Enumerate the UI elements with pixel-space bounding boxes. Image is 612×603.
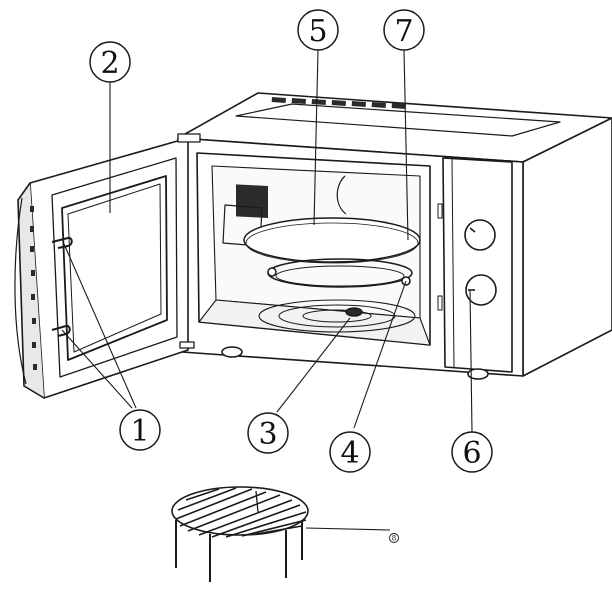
upper-latch-hook <box>51 236 73 249</box>
callout-4-label: 4 <box>340 436 359 471</box>
callout-2-label: 2 <box>100 46 119 81</box>
coupler <box>345 307 363 317</box>
callout-3: 3 <box>247 412 289 454</box>
control-knobs <box>464 219 497 306</box>
callout-1: 1 <box>119 409 161 451</box>
callout-6: 6 <box>451 431 493 473</box>
cabinet-right-side <box>522 117 612 377</box>
power-knob <box>465 274 497 306</box>
callout-5-label: 5 <box>308 14 327 49</box>
callout-7-label: 7 <box>394 14 413 49</box>
callout-1-label: 1 <box>130 414 149 449</box>
door <box>14 133 201 399</box>
rack-legs <box>175 520 303 582</box>
callout-3-label: 3 <box>258 417 277 452</box>
callout-7: 7 <box>383 9 425 51</box>
callout-8: 8 <box>389 533 399 543</box>
callout-2: 2 <box>89 41 131 83</box>
callout-8-label: 8 <box>392 535 396 543</box>
door-window <box>61 175 168 361</box>
callout-5: 5 <box>297 9 339 51</box>
metal-rack <box>171 486 309 582</box>
leader-lines <box>61 49 473 531</box>
control-panel <box>442 157 513 373</box>
timer-knob <box>464 219 496 251</box>
top-vents <box>271 97 406 109</box>
door-edge-studs <box>30 206 37 370</box>
callout-6-label: 6 <box>462 436 481 471</box>
glass-tray <box>243 217 421 263</box>
turntable-parts <box>243 217 421 333</box>
callout-4: 4 <box>329 431 371 473</box>
